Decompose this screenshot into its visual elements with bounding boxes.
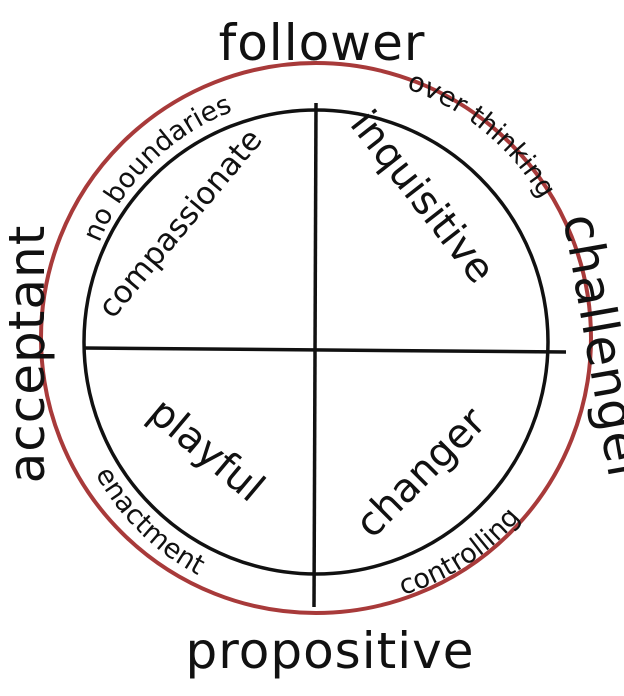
axis-label-left: acceptant [0,225,56,484]
axis-label-right: challenger [551,210,624,489]
quadrant-label-bottom-left: playful [140,389,273,511]
quadrant-label-bottom-right: changer [347,398,496,547]
axis-label-top: follower [219,14,426,72]
ring-label-bottom-left: enactment [89,462,210,582]
axis-label-bottom: propositive [186,622,475,680]
vertical-axis-line [312,102,318,608]
horizontal-axis-line [83,346,567,354]
outer-ring [39,61,593,615]
